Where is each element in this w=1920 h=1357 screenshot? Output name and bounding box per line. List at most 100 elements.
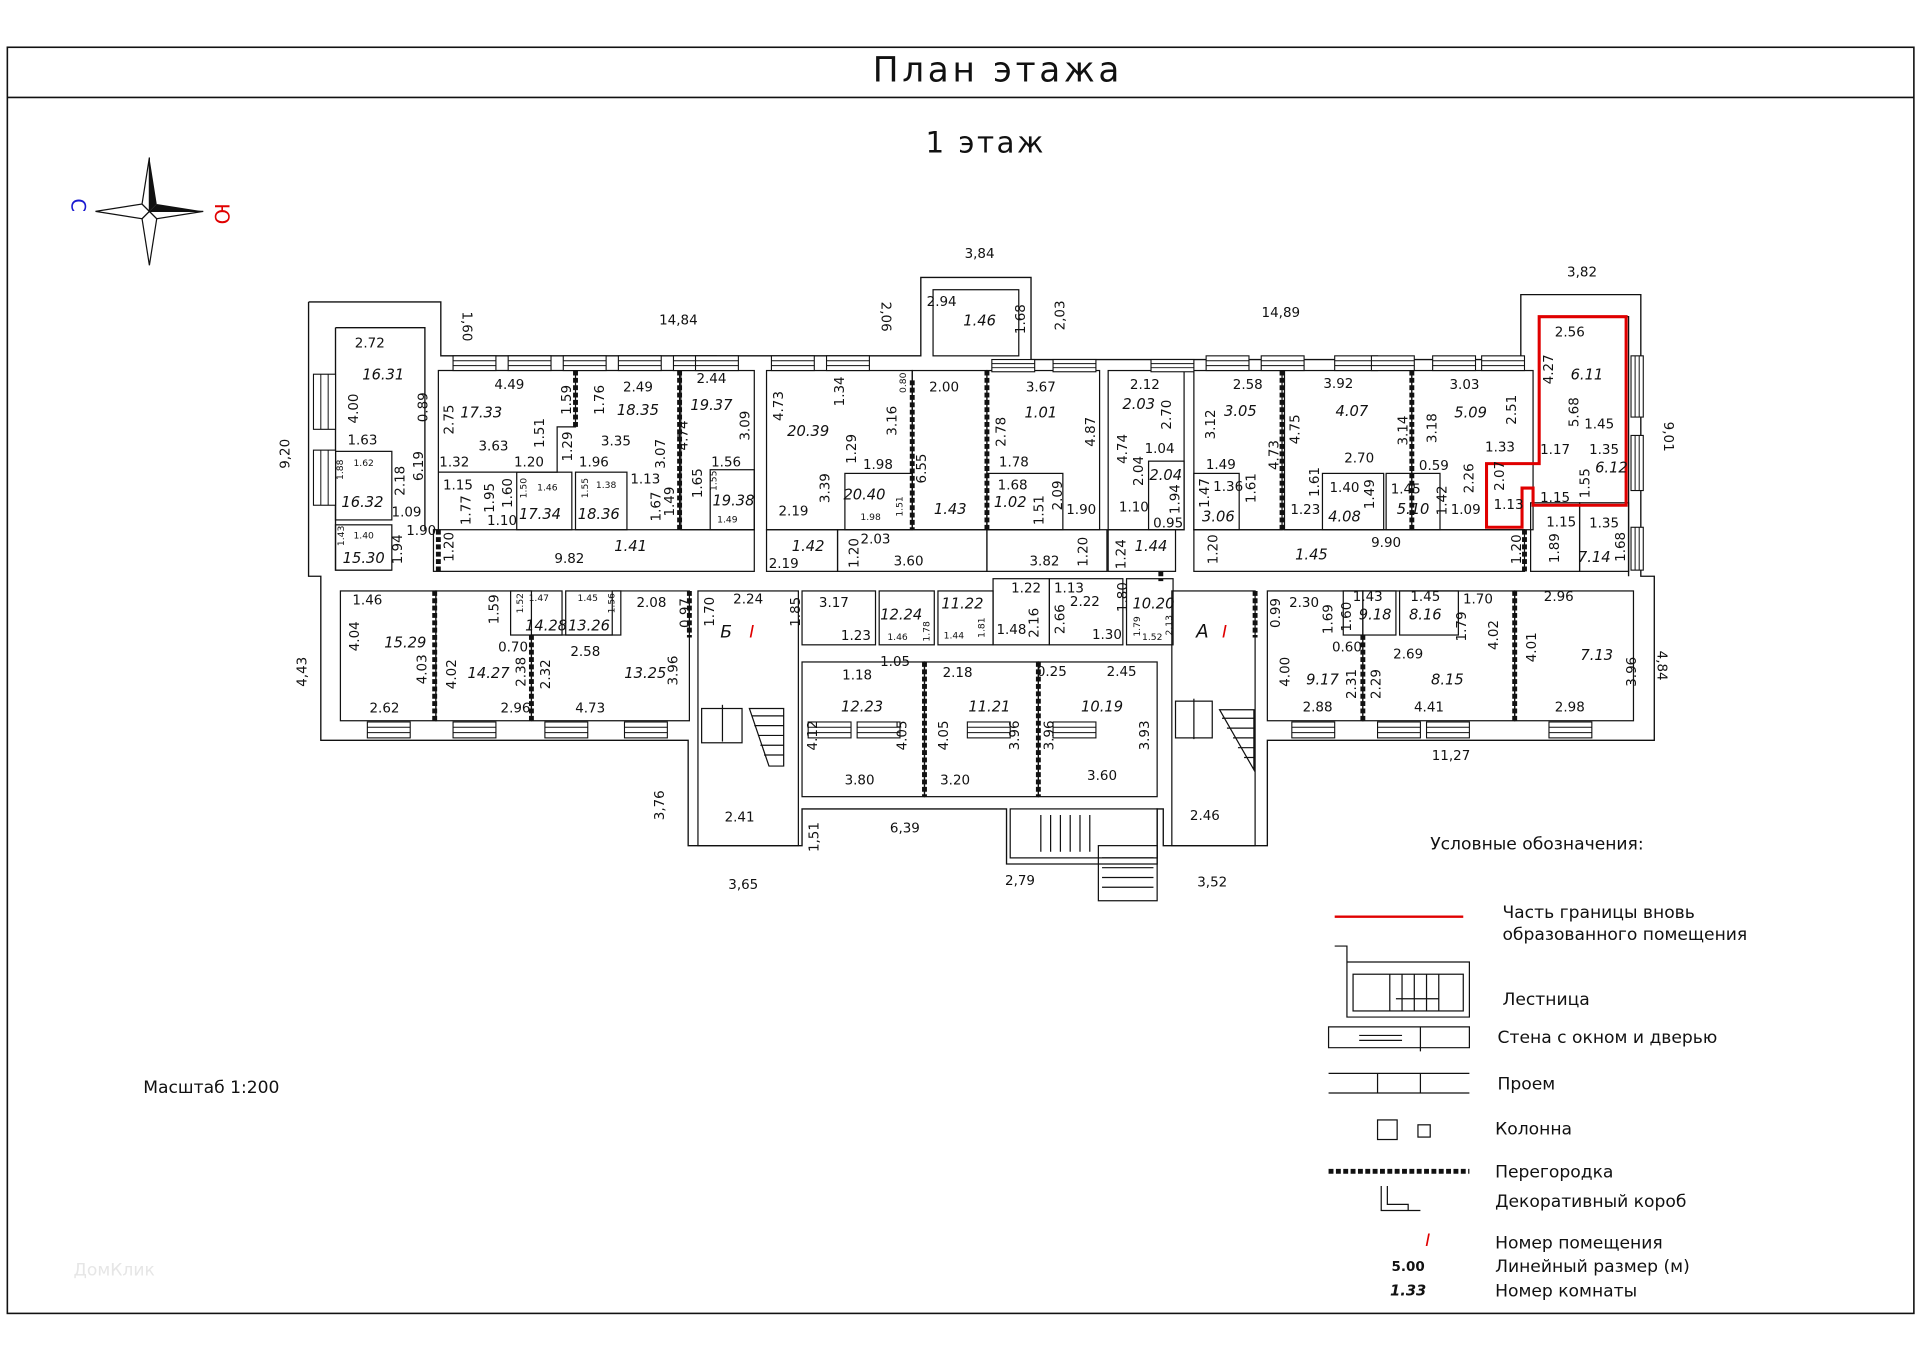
room-area-label: 4.08 bbox=[1328, 508, 1361, 525]
dimension-label: 3.67 bbox=[1026, 381, 1056, 396]
dimension-label: 1.62 bbox=[353, 458, 373, 469]
dimension-label: 0.25 bbox=[1037, 665, 1067, 680]
dimension-label: 4.73 bbox=[1268, 440, 1283, 470]
dimension-label: 2.38 bbox=[515, 657, 530, 687]
legend-column-label: Колонна bbox=[1495, 1120, 1572, 1140]
dimension-label: 1.46 bbox=[537, 483, 558, 494]
room-area-label: 4.07 bbox=[1335, 403, 1368, 420]
dimension-label: 3.96 bbox=[1625, 657, 1640, 687]
dimension-label: 1.36 bbox=[1213, 480, 1243, 495]
room-area-label: 1.01 bbox=[1024, 404, 1057, 421]
dimension-label: 1.59 bbox=[560, 385, 575, 415]
overall-dimension-label: 3,52 bbox=[1197, 875, 1227, 890]
dimension-label: 6.19 bbox=[412, 451, 427, 481]
dimension-label: 1.60 bbox=[1340, 602, 1355, 632]
dimension-label: 2.96 bbox=[501, 702, 531, 717]
dimension-label: 2.09 bbox=[1051, 480, 1066, 510]
overall-dimension-label: 9,01 bbox=[1660, 422, 1675, 452]
window-icon bbox=[617, 355, 662, 372]
dimension-label: 1.70 bbox=[703, 597, 718, 627]
dimension-label: 4.49 bbox=[494, 378, 524, 393]
room-area-label: 15.30 bbox=[343, 550, 385, 567]
dimension-label: 4.05 bbox=[937, 720, 952, 750]
overall-dimension-label: 2,03 bbox=[1053, 300, 1068, 330]
room-area-label: 5.10 bbox=[1397, 501, 1430, 518]
dimension-label: 2.75 bbox=[442, 405, 457, 435]
dimension-label: 1.98 bbox=[860, 512, 881, 523]
dimension-label: 0.59 bbox=[1419, 459, 1449, 474]
dimension-label: 4.73 bbox=[772, 391, 787, 421]
dimension-label: 1.69 bbox=[1322, 604, 1337, 634]
dimension-label: 4.73 bbox=[575, 702, 605, 717]
legend-wall-label: Стена с окном и дверью bbox=[1498, 1028, 1718, 1048]
dimension-label: 1.79 bbox=[1455, 611, 1470, 641]
dimension-label: 9.82 bbox=[554, 552, 584, 567]
dimension-label: 1.52 bbox=[515, 593, 526, 613]
dimension-label: 1.79 bbox=[1132, 616, 1143, 637]
dimension-label: 2.30 bbox=[1289, 596, 1319, 611]
dimension-label: 0.60 bbox=[1332, 640, 1362, 655]
windows bbox=[312, 355, 1644, 739]
room-area-label: 13.25 bbox=[624, 665, 666, 682]
window-icon bbox=[1481, 355, 1526, 372]
window-icon bbox=[1150, 358, 1195, 373]
room-area-label: 13.26 bbox=[568, 617, 610, 634]
legend-opening-icon bbox=[1328, 1072, 1470, 1094]
dimension-label: 4.02 bbox=[445, 659, 460, 689]
dimension-label: 4.04 bbox=[348, 621, 363, 651]
dimension-label: 1.94 bbox=[391, 534, 406, 564]
dimension-label: 2.66 bbox=[1053, 604, 1068, 634]
room-area-label: 15.29 bbox=[384, 635, 426, 652]
compass-north-label: С bbox=[67, 198, 90, 212]
dimension-label: 1.46 bbox=[352, 594, 382, 609]
room-area-label: 10.19 bbox=[1081, 698, 1123, 715]
dimension-label: 2.49 bbox=[623, 381, 653, 396]
room-area-label: 1.02 bbox=[994, 494, 1027, 511]
window-icon bbox=[770, 355, 815, 372]
dimension-label: 1.20 bbox=[1077, 537, 1092, 567]
dimension-label: 3.14 bbox=[1396, 416, 1411, 446]
legend-stair-label: Лестница bbox=[1502, 990, 1589, 1010]
room-area-label: 11.21 bbox=[968, 698, 1010, 715]
plan-labels: 16.3116.3215.3017.3317.3418.3518.3619.37… bbox=[278, 247, 1674, 893]
dimension-label: 2.69 bbox=[1393, 648, 1423, 663]
dimension-label: 1.20 bbox=[848, 538, 863, 568]
overall-dimension-label: 9,20 bbox=[278, 439, 293, 469]
watermark-logo: ДомКлик bbox=[73, 1261, 154, 1281]
dimension-label: 6.55 bbox=[915, 454, 930, 484]
overall-dimension-label: 11,27 bbox=[1432, 749, 1471, 764]
dimension-label: 3.03 bbox=[1450, 378, 1480, 393]
room-area-label: 2.03 bbox=[1122, 396, 1155, 413]
dimension-label: 2.46 bbox=[1190, 809, 1220, 824]
overall-dimension-label: 14,84 bbox=[659, 313, 698, 328]
window-icon bbox=[366, 721, 411, 739]
dimension-label: 1.68 bbox=[1614, 532, 1629, 562]
dimension-label: 4.74 bbox=[1116, 434, 1131, 464]
dimension-label: 1.18 bbox=[842, 668, 872, 683]
dimension-label: 1.80 bbox=[1116, 582, 1131, 612]
dimension-label: 4.01 bbox=[1525, 632, 1540, 662]
dimension-label: 0.99 bbox=[1269, 598, 1284, 628]
staircase-b-icon bbox=[701, 704, 785, 767]
room-area-label: 3.06 bbox=[1202, 508, 1235, 525]
dimension-label: 1.48 bbox=[996, 623, 1026, 638]
window-icon bbox=[825, 355, 870, 372]
dimension-label: 1.29 bbox=[561, 431, 576, 461]
window-icon bbox=[1052, 358, 1097, 373]
overall-dimension-label: 4,43 bbox=[295, 657, 310, 687]
room-area-label: 20.39 bbox=[787, 423, 829, 440]
dimension-label: 1.77 bbox=[460, 495, 475, 525]
window-icon bbox=[1052, 721, 1097, 739]
dimension-label: 1.51 bbox=[533, 418, 548, 448]
window-icon bbox=[856, 721, 901, 739]
legend: Условные обозначения: Часть границы внов… bbox=[1327, 834, 1747, 1301]
dimension-label: 1.20 bbox=[1510, 534, 1525, 564]
dimension-label: 1.70 bbox=[1463, 593, 1493, 608]
dimension-label: 1.45 bbox=[578, 593, 599, 604]
dimension-label: 1.23 bbox=[841, 629, 871, 644]
dimension-label: 1.24 bbox=[1115, 539, 1130, 569]
dimension-label: 4.02 bbox=[1487, 620, 1502, 650]
dimension-label: 1.43 bbox=[336, 525, 347, 546]
dimension-label: 2.70 bbox=[1344, 452, 1374, 467]
dimension-label: 2.12 bbox=[1130, 378, 1160, 393]
